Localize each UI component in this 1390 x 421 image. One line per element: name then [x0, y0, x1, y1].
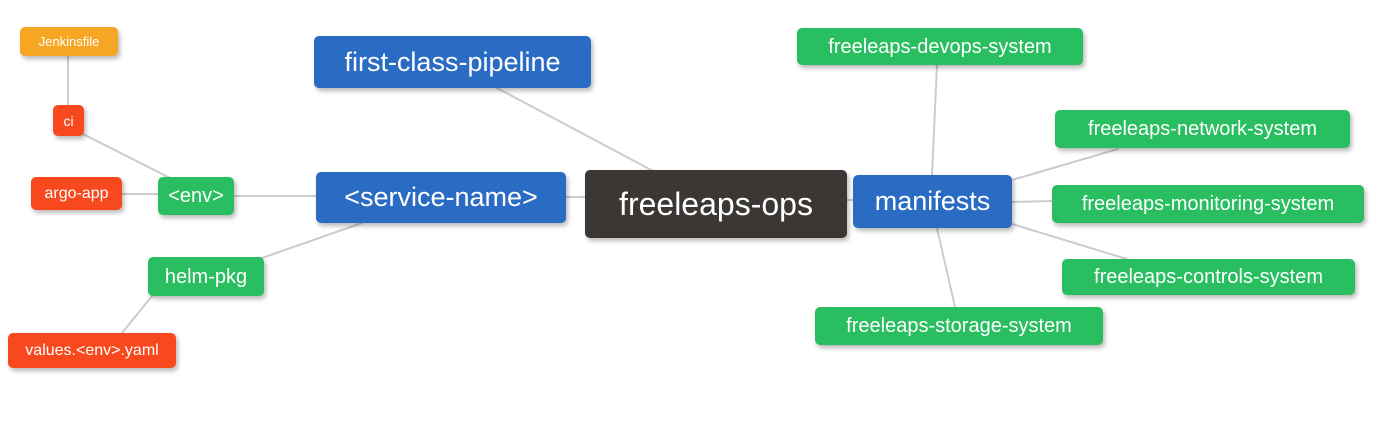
node-first-class-pipeline[interactable]: first-class-pipeline	[314, 36, 591, 88]
node-env[interactable]: <env>	[158, 177, 234, 215]
node-freeleaps-devops-system[interactable]: freeleaps-devops-system	[797, 28, 1083, 65]
node-manifests[interactable]: manifests	[853, 175, 1012, 228]
edge-ci-env	[82, 133, 171, 179]
edge-manifests-monitoring-system	[1011, 200, 1053, 203]
node-helm-pkg[interactable]: helm-pkg	[148, 257, 264, 296]
edge-values-helm-pkg	[121, 295, 153, 334]
edge-manifests-controls-system	[1011, 223, 1131, 261]
edge-manifests-network-system	[1011, 148, 1119, 181]
node-freeleaps-ops-root[interactable]: freeleaps-ops	[585, 170, 847, 238]
node-service-name[interactable]: <service-name>	[316, 172, 566, 223]
edge-helm-pkg-service-name	[261, 222, 363, 259]
node-values-env-yaml[interactable]: values.<env>.yaml	[8, 333, 176, 368]
node-argo-app[interactable]: argo-app	[31, 177, 122, 210]
node-freeleaps-monitoring-system[interactable]: freeleaps-monitoring-system	[1052, 185, 1364, 223]
edge-manifests-storage-system	[936, 227, 956, 308]
node-freeleaps-storage-system[interactable]: freeleaps-storage-system	[815, 307, 1103, 345]
edge-manifests-devops-system	[931, 64, 938, 176]
node-ci[interactable]: ci	[53, 105, 84, 136]
node-jenkinsfile[interactable]: Jenkinsfile	[20, 27, 118, 56]
node-freeleaps-network-system[interactable]: freeleaps-network-system	[1055, 110, 1350, 148]
edge-pipeline-freeleaps-ops	[496, 87, 654, 172]
node-freeleaps-controls-system[interactable]: freeleaps-controls-system	[1062, 259, 1355, 295]
